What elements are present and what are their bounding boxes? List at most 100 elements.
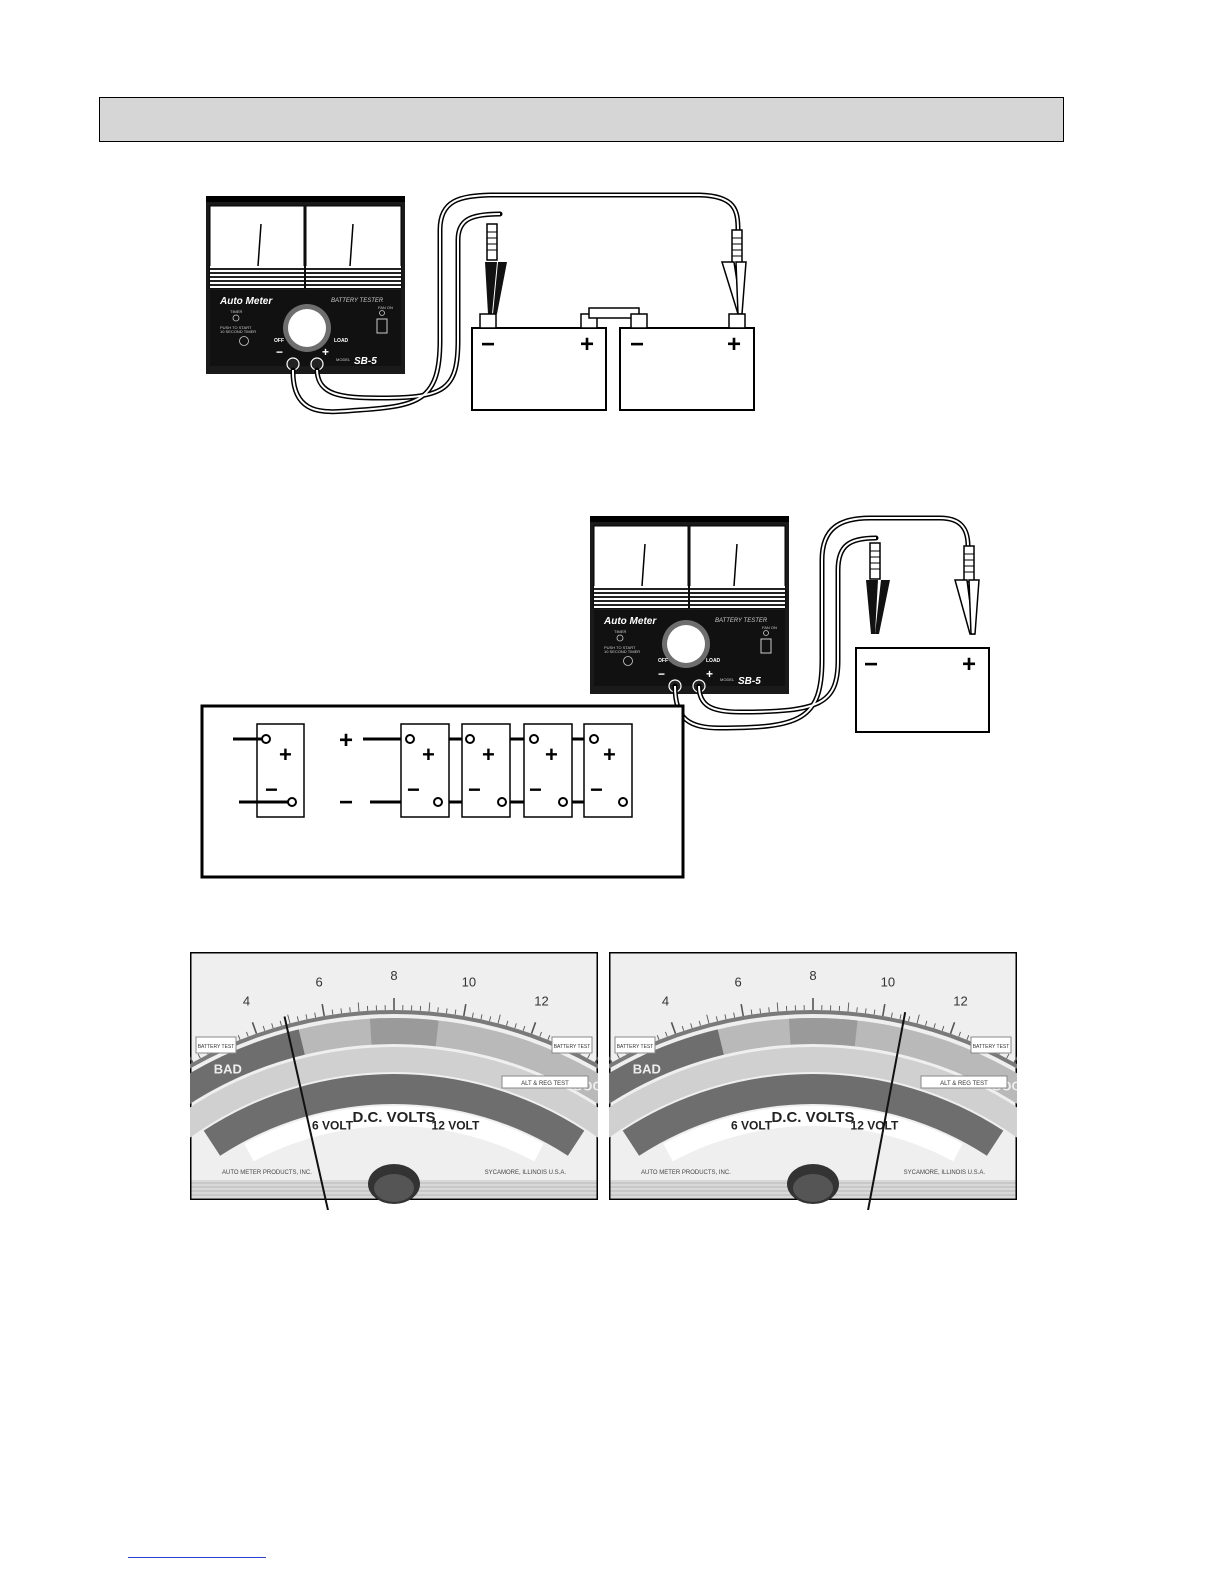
- scale-tick: [715, 1016, 718, 1022]
- scale-tick: [454, 1009, 457, 1015]
- load-knob[interactable]: [288, 309, 326, 347]
- scale-tick: [847, 1002, 850, 1012]
- scale-tick: [916, 1014, 920, 1024]
- scale-label: 6: [735, 974, 742, 989]
- red-clamp-2: [954, 545, 980, 635]
- dc-volts-label: D.C. VOLTS: [352, 1109, 435, 1126]
- scale-tick: [237, 1035, 241, 1041]
- scale-label: 4: [243, 993, 250, 1008]
- scale-tick: [587, 1053, 591, 1059]
- side-tag-right: [551, 1036, 593, 1054]
- scale-tick: [890, 1012, 893, 1018]
- push-label: PUSH TO START: [604, 645, 636, 650]
- positive-label: +: [727, 331, 741, 358]
- scale-tick: [296, 1016, 299, 1022]
- negative-label: −: [630, 331, 644, 358]
- push-sublabel: 10 SECOND TIMER: [604, 649, 640, 654]
- section-header-bar: [99, 97, 1064, 142]
- scale-arc: [190, 1010, 598, 1069]
- positive-terminal-label: +: [322, 345, 329, 359]
- inset-cell: + −: [523, 723, 573, 818]
- side-tag-right-text: BATTERY TEST: [554, 1044, 591, 1050]
- scale-tick: [497, 1014, 501, 1024]
- bus-neg-label: −: [339, 789, 353, 816]
- alt-tag: [501, 1075, 589, 1089]
- dc-volts-label: D.C. VOLTS: [771, 1109, 854, 1126]
- gauge-needle: [733, 543, 738, 587]
- black-clamp-1: [485, 223, 507, 314]
- timer-label: TIMER: [230, 309, 243, 314]
- scale-tick: [279, 1020, 282, 1026]
- gauge-needle: [641, 543, 646, 587]
- battery-tester-2: Auto Meter BATTERY TESTER TIMER PUSH TO …: [590, 516, 789, 694]
- scale-tick: [1006, 1053, 1010, 1059]
- scale-tick: [609, 1056, 613, 1063]
- six-volt-label: 6 VOLT: [731, 1118, 773, 1132]
- side-tag-left-text: BATTERY TEST: [617, 1044, 654, 1050]
- cell-pos-label: +: [279, 742, 292, 767]
- svg-text:+: +: [545, 742, 558, 767]
- scale-tick: [949, 1022, 956, 1034]
- scale-tick: [190, 1056, 194, 1063]
- scale-tick: [539, 1031, 542, 1037]
- scale-tick: [445, 1008, 448, 1014]
- product-label: BATTERY TESTER: [331, 298, 384, 304]
- scale-label: 4: [662, 993, 669, 1008]
- scale-tick: [616, 1053, 620, 1059]
- scale-tick: [594, 1056, 598, 1063]
- scale-tick: [471, 1012, 474, 1018]
- scale-label: 8: [809, 968, 816, 983]
- inset-cell: + −: [583, 723, 633, 818]
- alt-tag: [920, 1075, 1008, 1089]
- load-knob[interactable]: [667, 625, 705, 663]
- black-clamp-2: [866, 542, 890, 634]
- scale-tick: [428, 1002, 431, 1012]
- bad-band: [190, 1029, 305, 1104]
- scale-tick: [506, 1020, 509, 1026]
- fan-switch[interactable]: [760, 638, 772, 654]
- negative-label: −: [481, 331, 495, 358]
- battery-left: − +: [471, 313, 607, 411]
- scale-tick: [656, 1035, 660, 1041]
- scale-tick: [340, 1008, 343, 1014]
- off-label: OFF: [658, 658, 668, 664]
- footer-rule: [128, 1557, 266, 1558]
- scale-tick: [514, 1023, 517, 1029]
- scale-tick: [321, 1003, 326, 1017]
- fan-led-icon: [763, 630, 769, 636]
- bad-band: [609, 1029, 724, 1104]
- scale-label: 6: [316, 974, 323, 989]
- battery-right: − +: [619, 313, 755, 411]
- scale-tick: [251, 1022, 258, 1034]
- scale-tick: [530, 1022, 537, 1034]
- mid-band: [190, 1046, 598, 1138]
- model-value: SB-5: [738, 676, 761, 687]
- negative-terminal-label: −: [658, 667, 665, 681]
- positive-label: +: [962, 651, 976, 678]
- bad-label: BAD: [214, 1061, 242, 1076]
- scale-label: 10: [462, 974, 476, 989]
- negative-label: −: [864, 651, 878, 678]
- battery-single: − +: [855, 647, 990, 733]
- model-label: MODEL: [720, 677, 735, 682]
- scale-tick: [462, 1003, 467, 1017]
- footer-left-text: AUTO METER PRODUCTS, INC.: [222, 1170, 312, 1176]
- weak-band: [788, 1018, 858, 1047]
- scale-tick: [759, 1008, 762, 1014]
- scale-tick: [698, 1020, 701, 1026]
- scale-tick: [706, 1014, 710, 1024]
- scale-tick: [349, 1007, 351, 1013]
- scale-tick: [305, 1014, 308, 1020]
- fan-switch[interactable]: [376, 318, 388, 334]
- scale-tick: [750, 1009, 753, 1015]
- meter-needle: [283, 1016, 329, 1210]
- scale-tick: [314, 1012, 317, 1018]
- push-button[interactable]: [239, 336, 249, 346]
- voltage-band: [663, 1106, 963, 1162]
- svg-text:−: −: [407, 777, 420, 802]
- model-label: MODEL: [336, 357, 351, 362]
- scale-tick: [681, 1025, 685, 1031]
- push-button[interactable]: [623, 656, 633, 666]
